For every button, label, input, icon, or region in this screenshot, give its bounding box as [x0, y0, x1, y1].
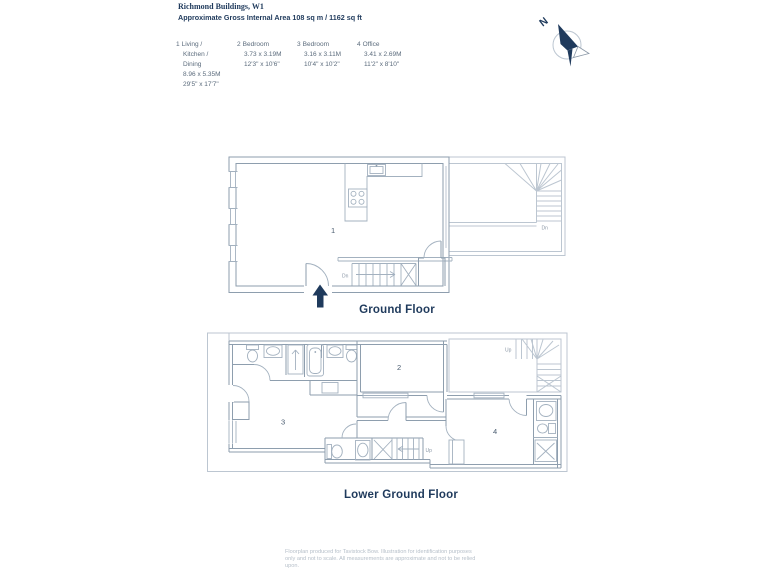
- disclaimer: Floorplan produced for Tavistock Bow. Il…: [285, 549, 475, 570]
- sink-icon: [355, 440, 371, 461]
- room-1-number: 1: [331, 226, 335, 235]
- window-icon: [227, 420, 237, 444]
- compass-icon: N: [537, 15, 590, 67]
- legend-room-metric: 3.16 x 3.11M: [304, 51, 342, 58]
- staircase-down: Dn: [337, 257, 453, 286]
- toilet-icon: [326, 444, 343, 459]
- lower-ground-floor-plan: Up: [207, 332, 568, 472]
- chimney-breast: [232, 401, 250, 420]
- staircase-up: Up: [372, 437, 433, 460]
- lobby-walls: [418, 240, 446, 286]
- legend-room-name: Bedroom: [242, 41, 269, 48]
- lower-ground-floor-label: Lower Ground Floor: [343, 489, 459, 501]
- window-icon: [227, 171, 239, 262]
- legend-room-imperial: 10'4" x 10'2": [304, 61, 340, 68]
- sink-icon: [263, 344, 283, 358]
- closet-walls: [309, 380, 357, 396]
- legend-room-number: 1: [176, 41, 180, 48]
- legend-room-number: 4: [357, 41, 361, 48]
- legend-room-metric: 3.73 x 3.19M: [244, 51, 282, 58]
- ground-floor-plan: Dn Dn 1: [227, 156, 566, 308]
- legend-room-number: 3: [297, 41, 301, 48]
- stairs-down-label: Dn: [342, 274, 349, 280]
- door-arc: [227, 385, 250, 402]
- disclaimer-line: only and not to scale. All measurements …: [285, 556, 476, 563]
- toilet-icon: [537, 423, 556, 434]
- lower-bathroom: [324, 423, 373, 461]
- closet: [321, 382, 339, 394]
- legend-room-name: Office: [362, 41, 380, 48]
- communal-vault: Up: [448, 338, 562, 393]
- stairs-up-label: Up: [426, 448, 433, 454]
- disclaimer-line: Floorplan produced for Tavistock Bow. Il…: [285, 549, 472, 555]
- sink-icon: [326, 344, 344, 358]
- legend-room-name: Kitchen /: [183, 51, 209, 58]
- communal-stairs-down-label: Dn: [542, 226, 549, 232]
- page-title: Richmond Buildings, W1: [178, 2, 264, 11]
- legend-room-metric: 8.96 x 5.35M: [183, 71, 221, 78]
- kitchen-sink-icon: [367, 164, 386, 176]
- legend-room-imperial: 29'5" x 17'7": [183, 81, 219, 88]
- disclaimer-line: upon.: [285, 563, 299, 570]
- hall-office-wall: [447, 392, 561, 416]
- legend-room-name: Dining: [183, 61, 202, 68]
- ground-floor-label: Ground Floor: [359, 304, 435, 316]
- hob-icon: [348, 188, 368, 208]
- legend-room-metric: 3.41 x 2.69M: [364, 51, 402, 58]
- toilet-icon: [246, 344, 259, 363]
- bathroom-partitions: [285, 344, 322, 377]
- area-subtitle: Approximate Gross Internal Area 108 sq m…: [178, 13, 362, 22]
- bedroom2-walls: [356, 341, 448, 413]
- communal-hall: Dn: [449, 163, 562, 252]
- communal-stairs-up-label: Up: [505, 348, 512, 354]
- bathtub-icon: [306, 344, 324, 377]
- room-3-number: 3: [281, 418, 285, 427]
- entrance-door: [305, 263, 329, 287]
- shower-icon: [534, 439, 557, 462]
- room-2-number: 2: [397, 363, 401, 372]
- legend-room-number: 2: [237, 41, 241, 48]
- compass-north-label: N: [537, 15, 550, 29]
- entrance-arrow-icon: [312, 284, 328, 308]
- toilet-icon: [345, 344, 358, 363]
- door-arc: [253, 364, 271, 381]
- legend-room-name: Bedroom: [302, 41, 329, 48]
- legend-room-imperial: 11'2" x 8'10": [364, 61, 400, 68]
- legend-room-imperial: 12'3" x 10'6": [244, 61, 280, 68]
- hallway-walls: [356, 395, 462, 442]
- sink-icon: [536, 401, 557, 421]
- office-bathroom: [533, 399, 558, 464]
- legend-room-name: Living /: [181, 41, 203, 48]
- shower-icon: [287, 344, 304, 375]
- office-closet: [448, 439, 465, 465]
- room-4-number: 4: [493, 427, 497, 436]
